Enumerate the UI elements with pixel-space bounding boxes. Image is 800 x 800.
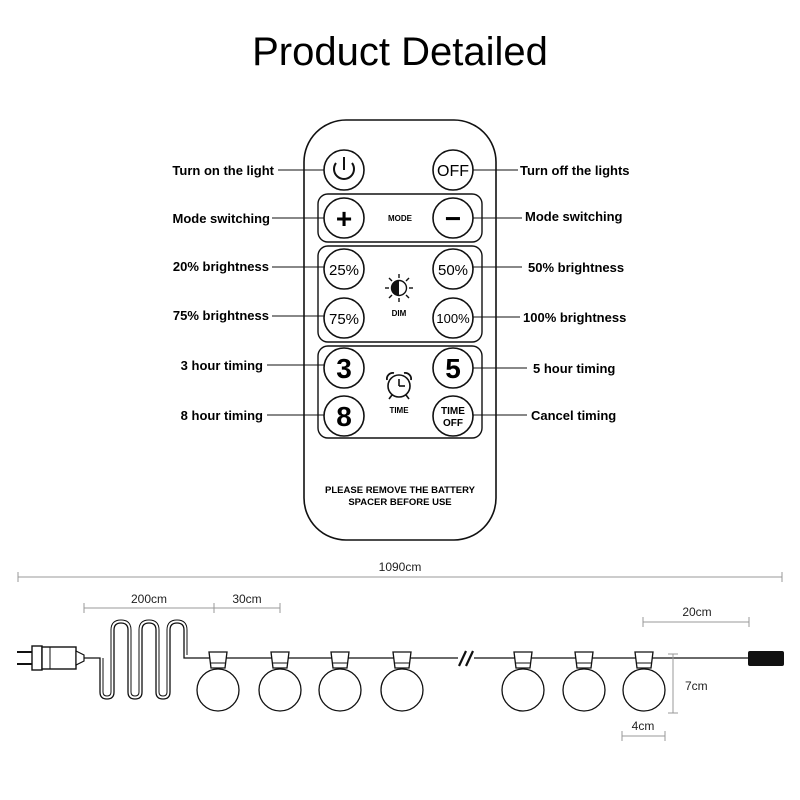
brightness-100-label: 100% xyxy=(436,311,470,326)
callout-lines xyxy=(267,169,527,416)
callout-brightness-50: 50% brightness xyxy=(528,260,624,275)
break-mark-icon xyxy=(458,650,474,667)
power-button[interactable] xyxy=(323,149,365,191)
brightness-50-button[interactable]: 50% xyxy=(432,248,474,290)
brightness-75-label: 75% xyxy=(329,311,359,328)
bulb-icon xyxy=(196,651,240,712)
off-button-label: OFF xyxy=(437,163,469,180)
bulb-width-label: 4cm xyxy=(632,719,655,733)
total-length-label: 1090cm xyxy=(379,560,422,574)
plus-button[interactable]: + xyxy=(323,197,365,239)
time-off-button[interactable]: TIME OFF xyxy=(432,395,474,437)
timer-3-button[interactable]: 3 xyxy=(323,347,365,389)
plus-button-label: + xyxy=(336,203,352,234)
timer-8-button[interactable]: 8 xyxy=(323,395,365,437)
battery-notice-line1: PLEASE REMOVE THE BATTERY xyxy=(325,485,476,496)
spacing-label: 30cm xyxy=(232,592,261,606)
dim-group xyxy=(317,245,483,343)
brightness-50-label: 50% xyxy=(438,262,468,279)
tail-dimension xyxy=(642,617,750,627)
lead-wire-outline xyxy=(102,619,188,697)
power-icon xyxy=(333,157,355,180)
callout-timer-5: 5 hour timing xyxy=(533,361,615,376)
bulb-icon xyxy=(380,651,424,712)
time-off-label-line2: OFF xyxy=(443,418,463,429)
bulb-icon xyxy=(562,651,606,712)
time-label: TIME xyxy=(389,406,409,415)
bulbs xyxy=(196,651,666,712)
callout-mode-right: Mode switching xyxy=(525,209,623,224)
callout-mode-left: Mode switching xyxy=(173,211,271,226)
lead-dimension xyxy=(83,603,281,613)
callout-timer-3: 3 hour timing xyxy=(181,358,263,373)
minus-button[interactable]: − xyxy=(432,197,474,239)
bulb-icon xyxy=(622,651,666,712)
timer-8-label: 8 xyxy=(336,401,352,432)
bulb-width-dimension xyxy=(621,731,666,741)
callout-cancel-timing: Cancel timing xyxy=(531,408,616,423)
off-button[interactable]: OFF xyxy=(432,149,474,191)
callout-turn-off: Turn off the lights xyxy=(520,163,630,178)
bulb-icon xyxy=(258,651,302,712)
callout-brightness-20: 20% brightness xyxy=(173,259,269,274)
lead-length-label: 200cm xyxy=(131,592,167,606)
dim-label: DIM xyxy=(392,309,407,318)
brightness-75-button[interactable]: 75% xyxy=(323,297,365,339)
brightness-25-button[interactable]: 25% xyxy=(323,248,365,290)
height-label: 7cm xyxy=(685,679,708,693)
mode-label: MODE xyxy=(388,214,413,223)
brightness-100-button[interactable]: 100% xyxy=(432,297,474,339)
bulb-icon xyxy=(501,651,545,712)
callout-turn-on: Turn on the light xyxy=(172,163,274,178)
bulb-icon xyxy=(318,651,362,712)
timer-5-button[interactable]: 5 xyxy=(432,347,474,389)
end-connector xyxy=(748,651,784,666)
callout-brightness-100: 100% brightness xyxy=(523,310,626,325)
plug-icon xyxy=(17,645,85,671)
callout-brightness-75: 75% brightness xyxy=(173,308,269,323)
callout-timer-8: 8 hour timing xyxy=(181,408,263,423)
battery-notice-line2: SPACER BEFORE USE xyxy=(348,497,451,508)
timer-group xyxy=(317,345,483,439)
alarm-clock-icon xyxy=(386,372,412,400)
timer-3-label: 3 xyxy=(336,353,352,384)
total-length-dimension xyxy=(17,572,783,582)
timer-5-label: 5 xyxy=(445,353,461,384)
time-off-label-line1: TIME xyxy=(441,406,465,417)
tail-length-label: 20cm xyxy=(682,605,711,619)
page-title: Product Detailed xyxy=(252,30,548,74)
minus-button-label: − xyxy=(445,203,461,234)
brightness-25-label: 25% xyxy=(329,262,359,279)
height-dimension xyxy=(668,653,678,714)
lead-wire xyxy=(84,622,458,700)
sun-half-icon xyxy=(385,274,413,302)
